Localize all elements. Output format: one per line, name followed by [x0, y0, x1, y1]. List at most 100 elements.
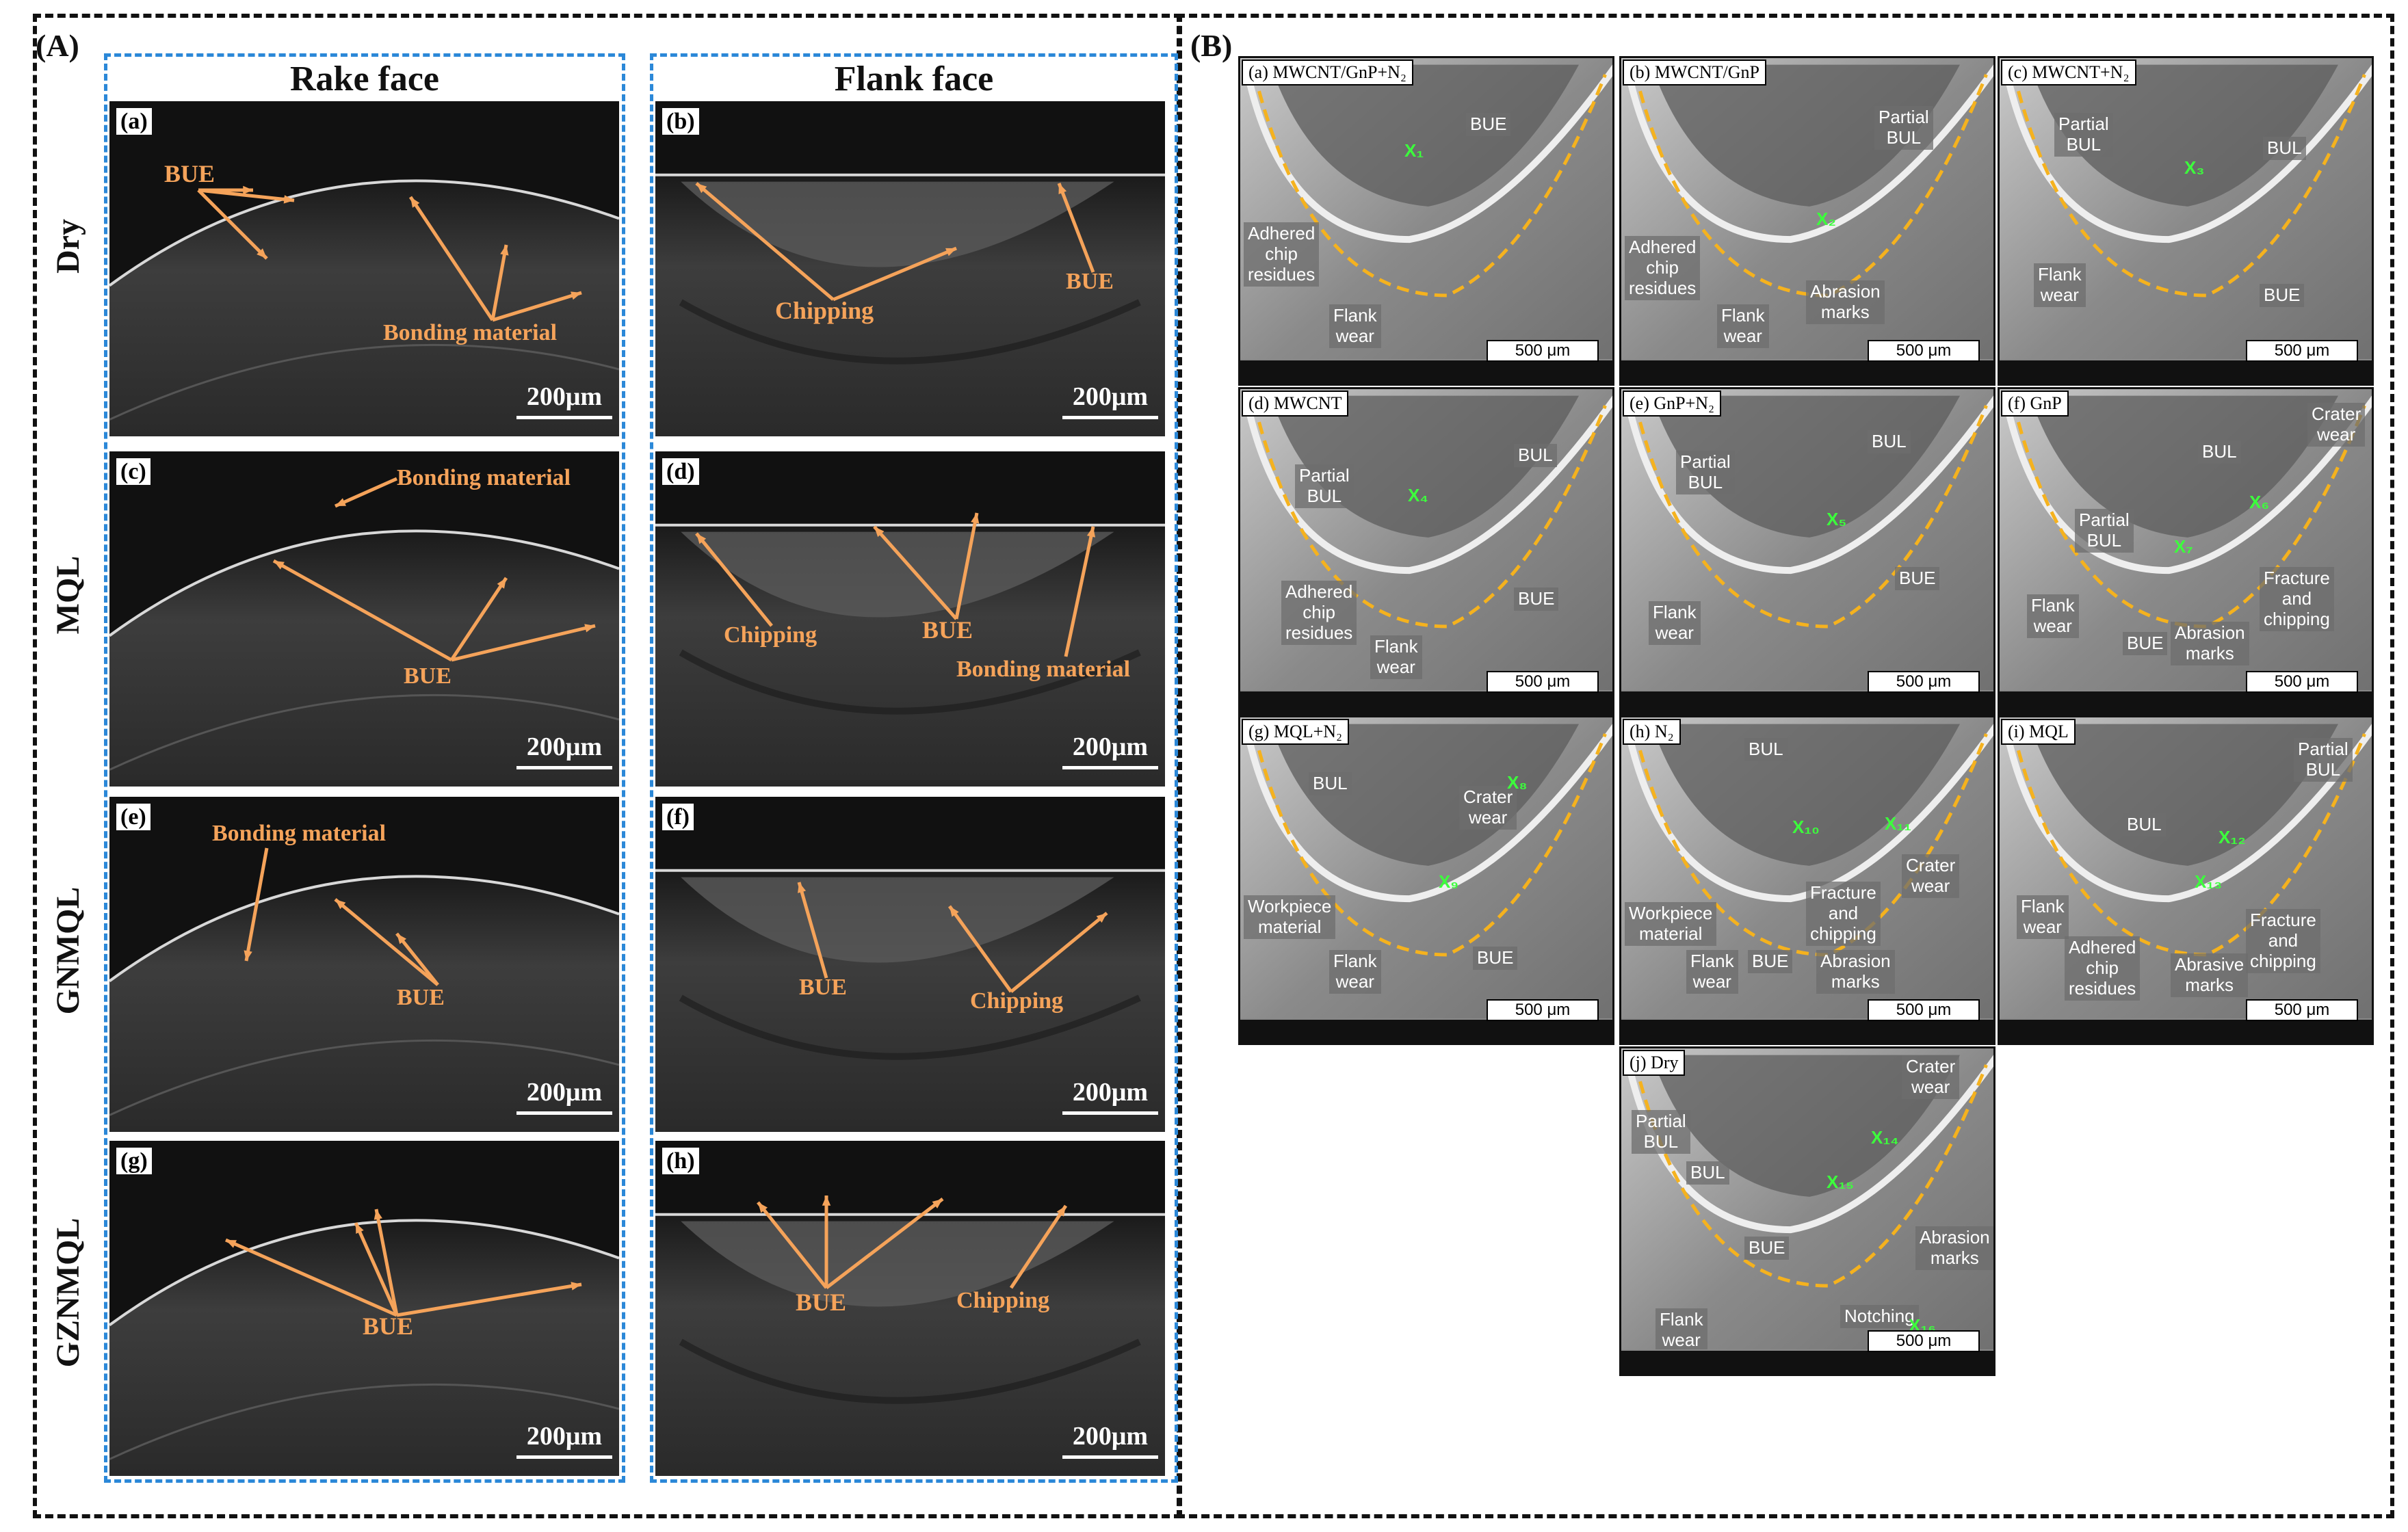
- annotation-label: Chipping: [724, 622, 817, 648]
- annotation-label: BUE: [2260, 284, 2305, 307]
- eds-point-marker: X₁₄: [1871, 1127, 1899, 1148]
- image-tag: (j) Dry: [1623, 1050, 1686, 1076]
- image-tag: (c): [116, 458, 150, 486]
- scale-bar: [1062, 766, 1158, 769]
- scale-label: 200μm: [1072, 1422, 1149, 1451]
- annotation-label: BUE: [1466, 113, 1511, 136]
- scale-bar: [1062, 1455, 1158, 1459]
- image-tag: (b) MWCNT/GnP: [1623, 60, 1766, 85]
- scale-bar: 500 μm: [1868, 1330, 1980, 1352]
- annotation-label: Notching: [1840, 1305, 1919, 1328]
- annotation-label: BUE: [1744, 1237, 1790, 1260]
- annotation-label: BUE: [2123, 632, 2168, 655]
- image-tag: (h) N₂: [1623, 719, 1681, 745]
- annotation-label: BUL: [1868, 430, 1911, 453]
- rake-face-heading: Rake face: [289, 60, 440, 98]
- image-tag: (g): [116, 1148, 152, 1175]
- eds-point-marker: X₃: [2184, 157, 2205, 178]
- annotation-label: BUE: [796, 1289, 847, 1316]
- sem-info-bar: [2000, 690, 2372, 715]
- eds-point-marker: X₄: [1408, 485, 1428, 505]
- annotation-label: Bonding material: [383, 320, 558, 345]
- panel-b-letter: (B): [1190, 28, 1233, 63]
- scale-bar: [516, 766, 612, 769]
- annotation-label: BUE: [1748, 950, 1793, 973]
- scale-bar: 500 μm: [1868, 340, 1980, 362]
- scale-bar: 500 μm: [2246, 671, 2358, 693]
- scale-bar: 500 μm: [1487, 671, 1599, 693]
- eds-point-marker: X₁₀: [1792, 817, 1820, 837]
- scale-label: 200μm: [526, 382, 603, 411]
- row-label-gznmql: GZNMQL: [50, 1217, 86, 1368]
- annotation-label: BUE: [1514, 587, 1559, 611]
- sem-image-a-g: (g) BUE 200μm: [109, 1141, 619, 1476]
- scale-bar: 500 μm: [2246, 340, 2358, 362]
- image-tag: (c) MWCNT+N₂: [2001, 60, 2136, 85]
- annotation-label: BUE: [363, 1312, 414, 1340]
- scale-label: 200μm: [526, 1422, 603, 1451]
- eds-point-marker: X₁₁: [1885, 813, 1911, 834]
- row-label-dry: Dry: [50, 219, 86, 274]
- annotation-label: Bonding material: [397, 465, 571, 490]
- annotation-label: BUE: [922, 616, 973, 644]
- eds-point-marker: X₈: [1507, 772, 1528, 793]
- sem-info-bar: [1621, 690, 1993, 715]
- annotation-label: BUL: [1686, 1161, 1729, 1185]
- annotation-label: BUL: [2123, 813, 2166, 836]
- annotation-label: BUL: [1744, 738, 1788, 761]
- image-tag: (e): [116, 804, 150, 831]
- scale-label: 200μm: [1072, 732, 1149, 761]
- eds-point-marker: X₇: [2174, 536, 2193, 557]
- image-tag: (b): [662, 108, 699, 135]
- annotation-label: BUE: [404, 663, 452, 689]
- image-tag: (a): [116, 108, 152, 135]
- sem-info-bar: [1621, 1349, 1993, 1374]
- panel-b-frame: [1177, 14, 2394, 1518]
- eds-point-marker: X₅: [1827, 509, 1847, 529]
- annotation-label: Chipping: [956, 1288, 1050, 1313]
- sem-info-bar: [1240, 690, 1612, 715]
- image-tag: (d): [662, 458, 699, 486]
- scale-bar: [516, 1111, 612, 1115]
- eds-point-marker: X₂: [1816, 209, 1836, 229]
- scale-bar: 500 μm: [1487, 340, 1599, 362]
- scale-bar: 500 μm: [1487, 999, 1599, 1021]
- annotation-label: BUL: [1514, 444, 1557, 467]
- flank-column-box: [650, 53, 1178, 1483]
- scale-label: 200μm: [1072, 1078, 1149, 1107]
- scale-bar: [1062, 1111, 1158, 1115]
- scale-bar: 500 μm: [1868, 999, 1980, 1021]
- scale-bar: 500 μm: [1868, 671, 1980, 693]
- image-tag: (h): [662, 1148, 699, 1175]
- sem-info-bar: [2000, 359, 2372, 384]
- scale-bar: [516, 1455, 612, 1459]
- eds-point-marker: X₁₃: [2195, 871, 2223, 892]
- eds-point-marker: X₁: [1404, 140, 1424, 161]
